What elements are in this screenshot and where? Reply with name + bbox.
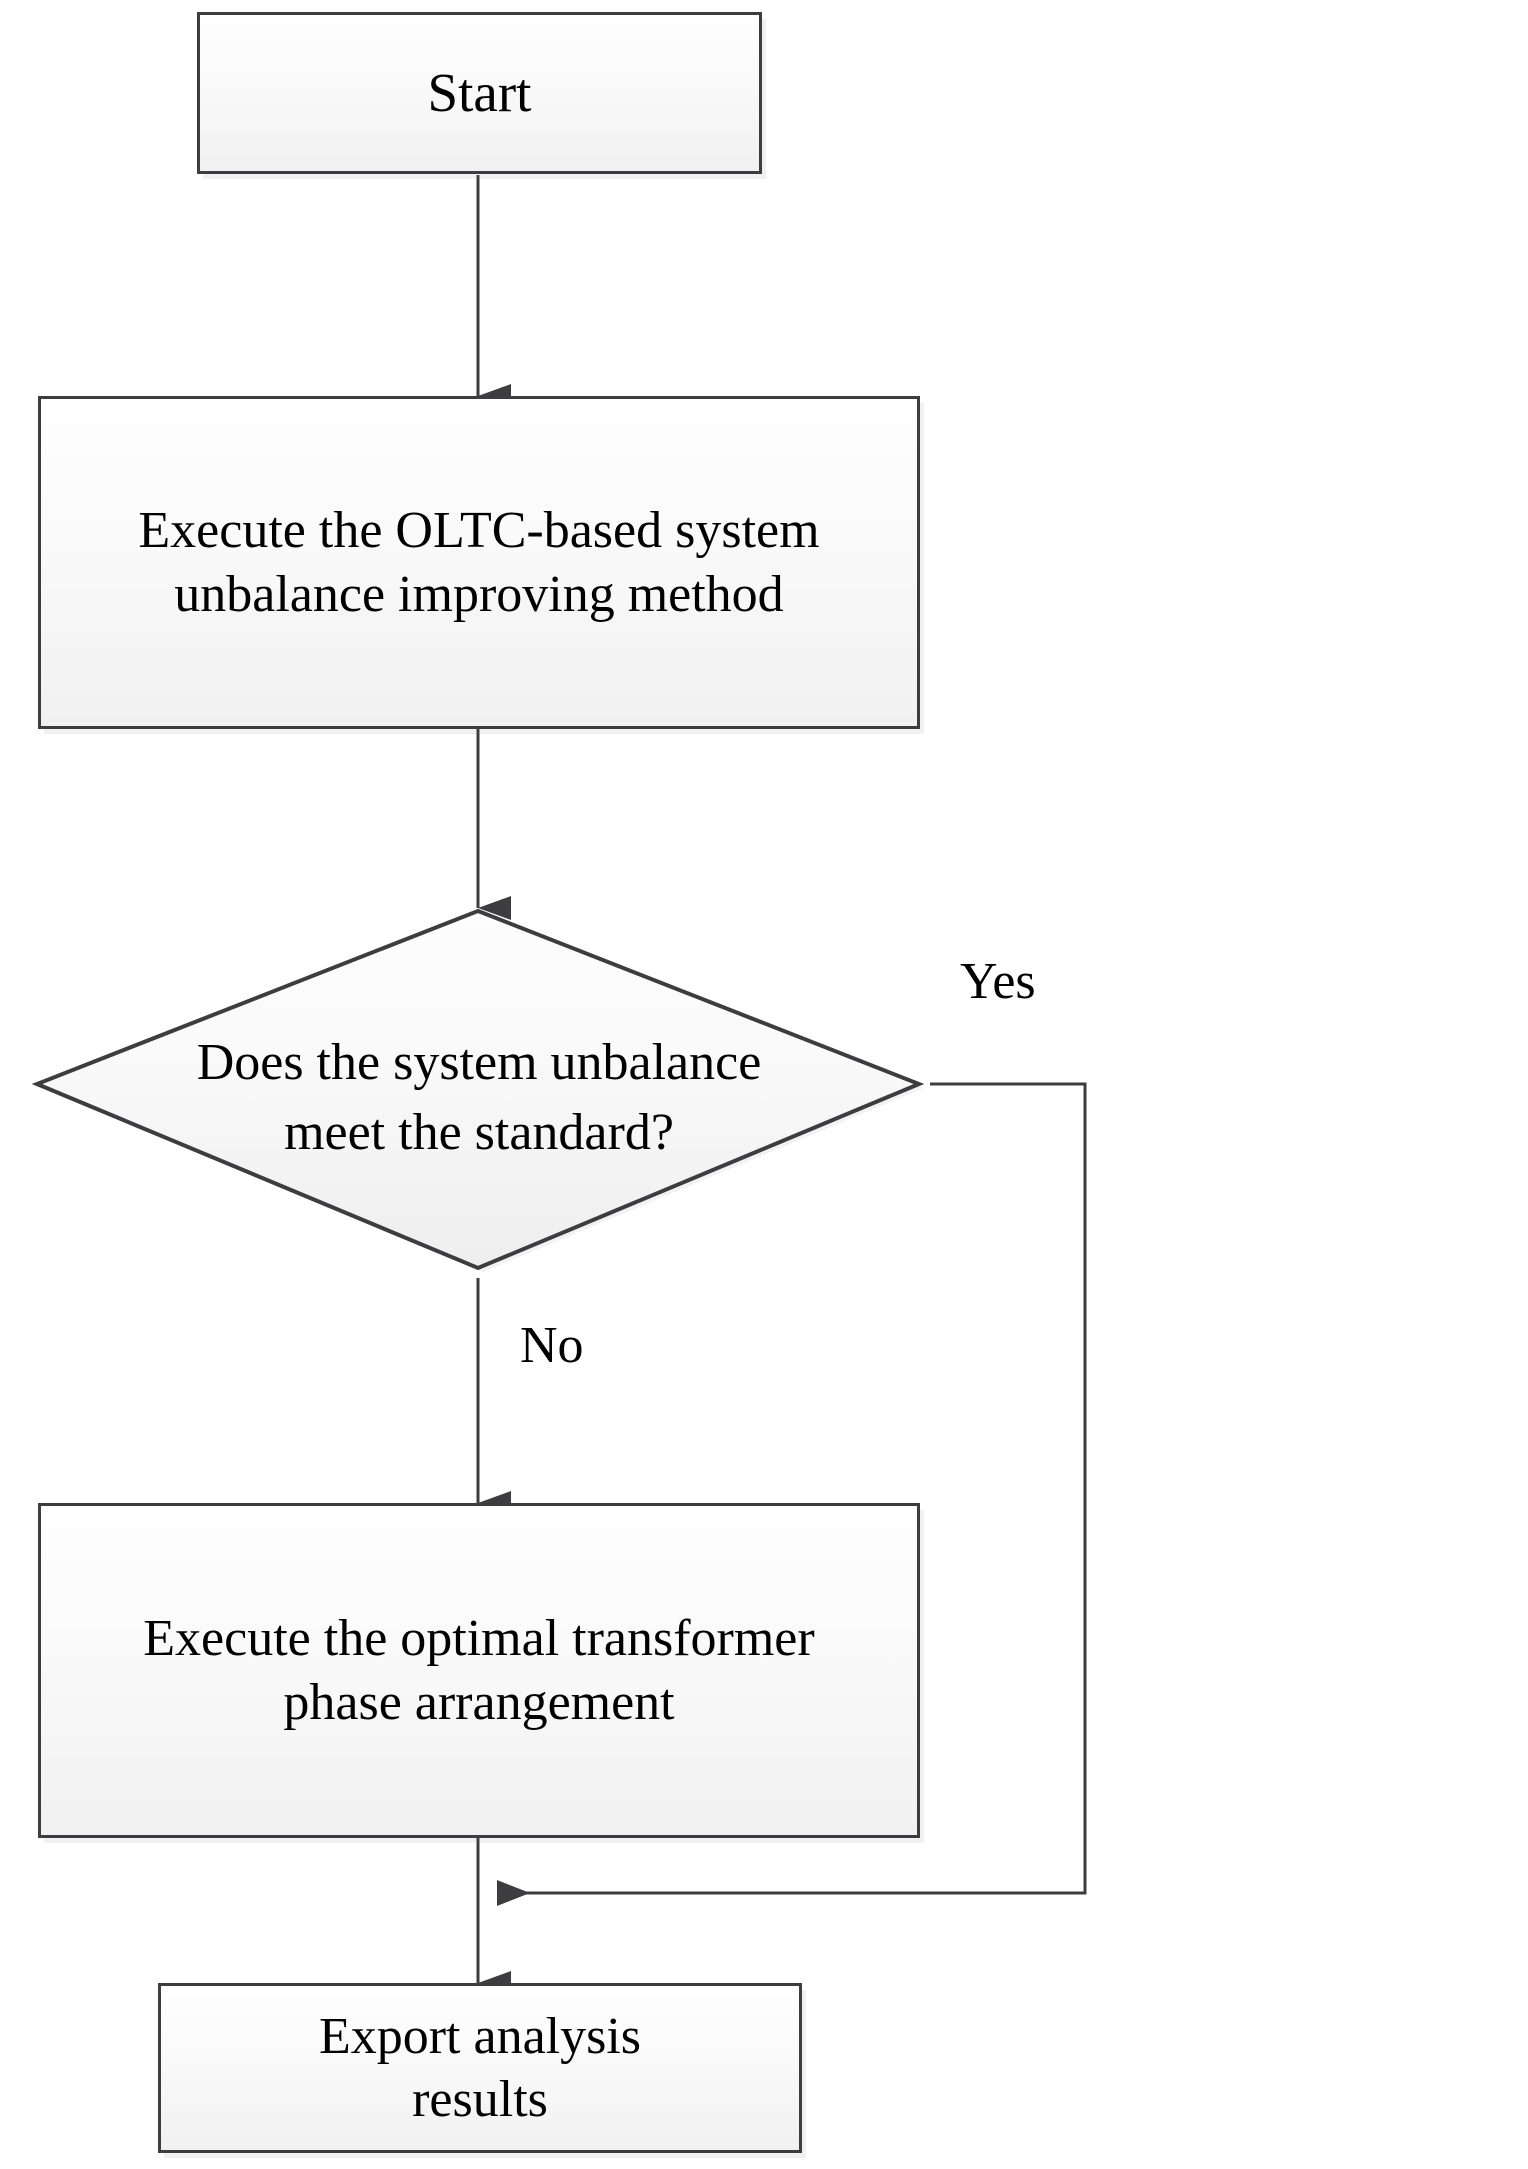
- edge-label-no: No: [520, 1317, 584, 1374]
- node-export-results-line-1: Export analysis: [318, 2007, 642, 2065]
- node-export-results-line-2: results: [412, 2071, 548, 2128]
- decision-shape: [31, 908, 925, 1272]
- node-phase-arrangement-line-2: phase arrangement: [283, 1673, 675, 1731]
- node-decision[interactable]: Does the system unbalance meet the stand…: [28, 908, 930, 1280]
- edge-label-yes: Yes: [960, 953, 1036, 1010]
- node-start[interactable]: Start: [197, 12, 762, 174]
- node-export-results-label: Export analysis results: [309, 2005, 651, 2132]
- node-phase-arrangement-label: Execute the optimal transformer phase ar…: [133, 1607, 824, 1734]
- node-decision-label: Does the system unbalance meet the stand…: [28, 908, 930, 1284]
- node-phase-arrangement-line-1: Execute the optimal transformer: [143, 1610, 815, 1668]
- node-oltc-method-line-1: Execute the OLTC-based system: [138, 502, 820, 560]
- node-decision-line-2: meet the standard?: [284, 1104, 674, 1161]
- node-phase-arrangement[interactable]: Execute the optimal transformer phase ar…: [38, 1503, 920, 1838]
- node-oltc-method[interactable]: Execute the OLTC-based system unbalance …: [38, 396, 920, 729]
- node-oltc-method-line-2: unbalance improving method: [174, 565, 784, 623]
- node-start-label: Start: [427, 62, 532, 124]
- node-decision-line-1: Does the system unbalance: [196, 1033, 762, 1091]
- node-export-results[interactable]: Export analysis results: [158, 1983, 802, 2153]
- node-oltc-method-label: Execute the OLTC-based system unbalance …: [128, 499, 829, 626]
